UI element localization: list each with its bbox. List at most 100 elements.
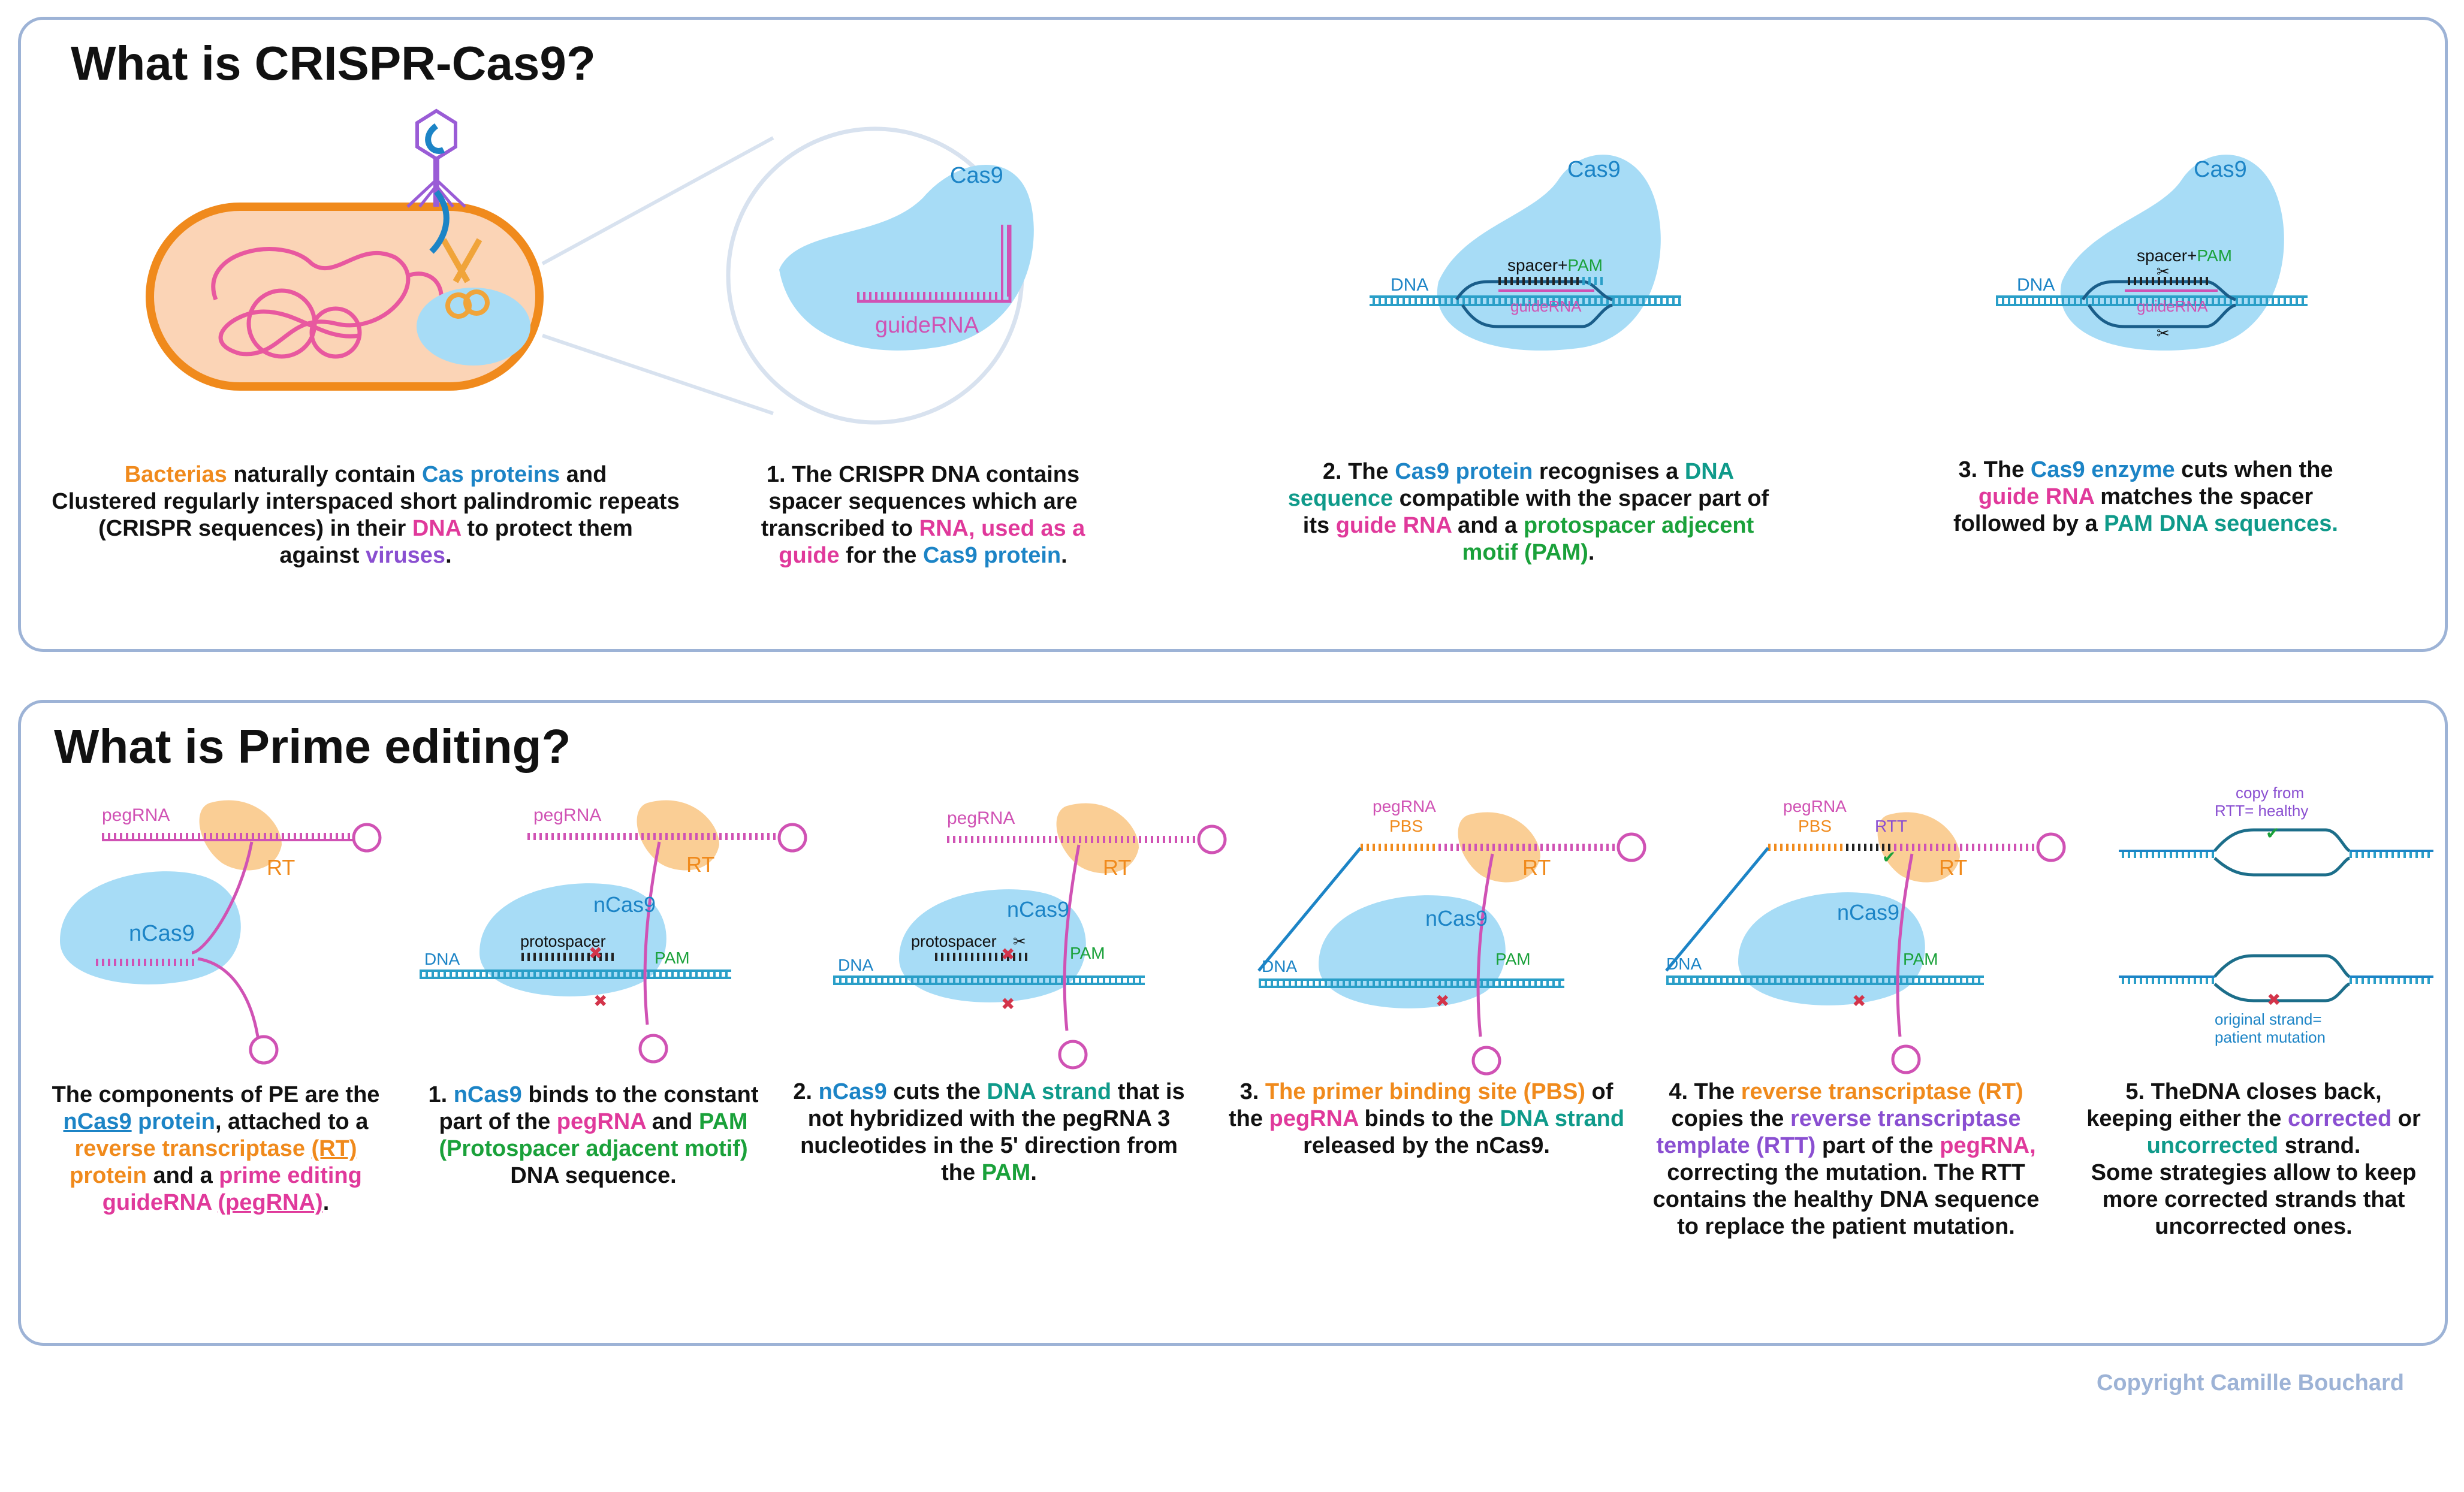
caption-segment: DNA strand <box>987 1079 1112 1104</box>
caption-segment: . <box>1061 543 1067 568</box>
cross-icon-1a: ✖ <box>589 944 602 962</box>
caption-line: copies the reverse transcriptase <box>1642 1106 2050 1132</box>
caption-segment: prime editing <box>219 1163 362 1188</box>
ncas9-label-1: nCas9 <box>593 892 656 917</box>
caption-segment: PAM <box>698 1109 748 1134</box>
scissors-icon-top: ✂ <box>2157 262 2170 280</box>
pbs-label-3: PBS <box>1389 817 1423 835</box>
caption-segment: guide RNA <box>1335 513 1452 538</box>
caption-segment: RNA, used as a <box>919 516 1085 541</box>
dna-label-4: DNA <box>1666 955 1702 973</box>
caption-line: 5. TheDNA closes back, <box>2068 1079 2439 1106</box>
caption-segment: followed by a <box>1953 511 2104 536</box>
pe-step2-illustration: ✖ ✖ ✂ pegRNA RT nCas9 DNA protospacer PA… <box>833 803 1227 1070</box>
cas9-label-step3: Cas9 <box>2194 157 2247 182</box>
caption-line: uncorrected ones. <box>2068 1213 2439 1240</box>
pam-label-1: PAM <box>655 949 690 967</box>
caption-segment: cuts when the <box>2175 457 2333 482</box>
caption-segment: . <box>445 543 452 568</box>
rtt-label-4: RTT <box>1875 817 1907 835</box>
caption-segment: corrected <box>2287 1106 2392 1131</box>
prime-editing-illustrations: pegRNA RT nCas9 ✖ ✖ pegRNA RT nCas9 DNA … <box>60 784 2433 1076</box>
caption-segment: recognises a <box>1533 459 1685 484</box>
caption-line: sequence compatible with the spacer part… <box>1229 485 1828 512</box>
caption-segment: nCas9 <box>63 1109 132 1134</box>
caption-line: protein and a prime editing <box>24 1162 408 1189</box>
caption-line: guide for the Cas9 protein. <box>695 542 1151 569</box>
pam-label-4: PAM <box>1903 950 1938 968</box>
caption-segment: matches the spacer <box>2094 484 2314 509</box>
caption-line: The components of PE are the <box>24 1082 408 1109</box>
rt-label-1: RT <box>686 852 714 877</box>
caption-line: its guide RNA and a protospacer adjecent <box>1229 512 1828 539</box>
caption-segment: transcribed to <box>761 516 919 541</box>
caption-segment: more corrected strands that <box>2102 1187 2405 1212</box>
caption-segment: naturally contain <box>227 462 422 487</box>
caption-segment: Some strategies allow to keep <box>2091 1160 2417 1185</box>
caption-line: template (RTT) part of the pegRNA, <box>1642 1132 2050 1159</box>
caption-line: part of the pegRNA and PAM <box>408 1109 779 1135</box>
pe-caption-5: 5. TheDNA closes back,keeping either the… <box>2068 1079 2439 1240</box>
guiderna-label-step2: guideRNA <box>1510 297 1582 315</box>
caption-segment: protein <box>131 1109 215 1134</box>
caption-line: 2. The Cas9 protein recognises a DNA <box>1229 458 1828 485</box>
spacer-label-step2: spacer+PAM <box>1507 256 1603 274</box>
caption-line: more corrected strands that <box>2068 1186 2439 1213</box>
spacer-label-step3: spacer+PAM <box>2137 246 2232 265</box>
caption-segment: copies the <box>1671 1106 1790 1131</box>
caption-segment: The primer binding site (PBS) <box>1265 1079 1585 1104</box>
caption-segment: (RT) <box>311 1136 357 1161</box>
caption-segment: 3. The <box>1958 457 2031 482</box>
pe-step3-illustration: ✖ pegRNA PBS RT nCas9 DNA PAM <box>1257 797 1646 1076</box>
caption-segment: Clustered regularly interspaced short pa… <box>52 489 680 514</box>
rt-label-3: RT <box>1522 855 1551 880</box>
caption-segment: PAM <box>981 1160 1031 1185</box>
pbs-label-4: PBS <box>1798 817 1832 835</box>
caption-line: Some strategies allow to keep <box>2068 1159 2439 1186</box>
caption-segment: nCas9 <box>453 1082 522 1107</box>
caption-line: motif (PAM). <box>1229 539 1828 566</box>
caption-segment: (CRISPR sequences) in their <box>98 516 412 541</box>
caption-line: (Protospacer adjacent motif) <box>408 1135 779 1162</box>
caption-line: guideRNA (pegRNA). <box>24 1189 408 1216</box>
caption-segment: The components of PE are the <box>52 1082 380 1107</box>
rtt-healthy-label: RTT= healthy <box>2215 802 2308 820</box>
caption-segment: 3. <box>1239 1079 1265 1104</box>
cas9-label-zoom: Cas9 <box>950 163 1003 188</box>
caption-segment: DNA <box>1684 459 1735 484</box>
caption-segment: and <box>560 462 607 487</box>
caption-segment: contains the healthy DNA sequence <box>1652 1187 2040 1212</box>
cross-icon-4: ✖ <box>1852 992 1866 1010</box>
caption-segment: pegRNA <box>556 1109 646 1134</box>
caption-segment: nucleotides in the 5' direction from <box>800 1133 1178 1158</box>
caption-line: uncorrected strand. <box>2068 1132 2439 1159</box>
caption-segment: (Protospacer adjacent motif) <box>439 1136 748 1161</box>
caption-segment: keeping either the <box>2086 1106 2288 1131</box>
caption-segment: Cas9 protein <box>922 543 1061 568</box>
caption-segment: to replace the patient mutation. <box>1677 1214 2015 1239</box>
caption-line: DNA sequence. <box>408 1162 779 1189</box>
caption-segment: the <box>941 1160 982 1185</box>
caption-segment: that is <box>1111 1079 1185 1104</box>
caption-segment: 2. <box>793 1079 819 1104</box>
caption-segment: not hybridized with the pegRNA 3 <box>807 1106 1171 1131</box>
caption-segment: of <box>1585 1079 1613 1104</box>
dna-label-2: DNA <box>838 956 873 974</box>
dna-label-1: DNA <box>424 950 460 968</box>
caption-line: 3. The primer binding site (PBS) of <box>1217 1079 1636 1106</box>
caption-segment: guide RNA <box>1978 484 2094 509</box>
caption-line: the pegRNA binds to the DNA strand <box>1217 1106 1636 1132</box>
caption-segment: protein <box>70 1163 147 1188</box>
caption-segment: part of the <box>439 1109 557 1134</box>
ncas9-label-4: nCas9 <box>1837 900 1899 925</box>
dna-label-3: DNA <box>1262 957 1297 975</box>
cross-icon-1b: ✖ <box>593 992 607 1010</box>
caption-segment: strand. <box>2278 1133 2361 1158</box>
caption-segment: Cas9 enzyme <box>2030 457 2175 482</box>
phage-illustration <box>406 108 466 254</box>
caption-segment: pegRNA <box>1269 1106 1358 1131</box>
caption-segment: nCas9 <box>818 1079 887 1104</box>
